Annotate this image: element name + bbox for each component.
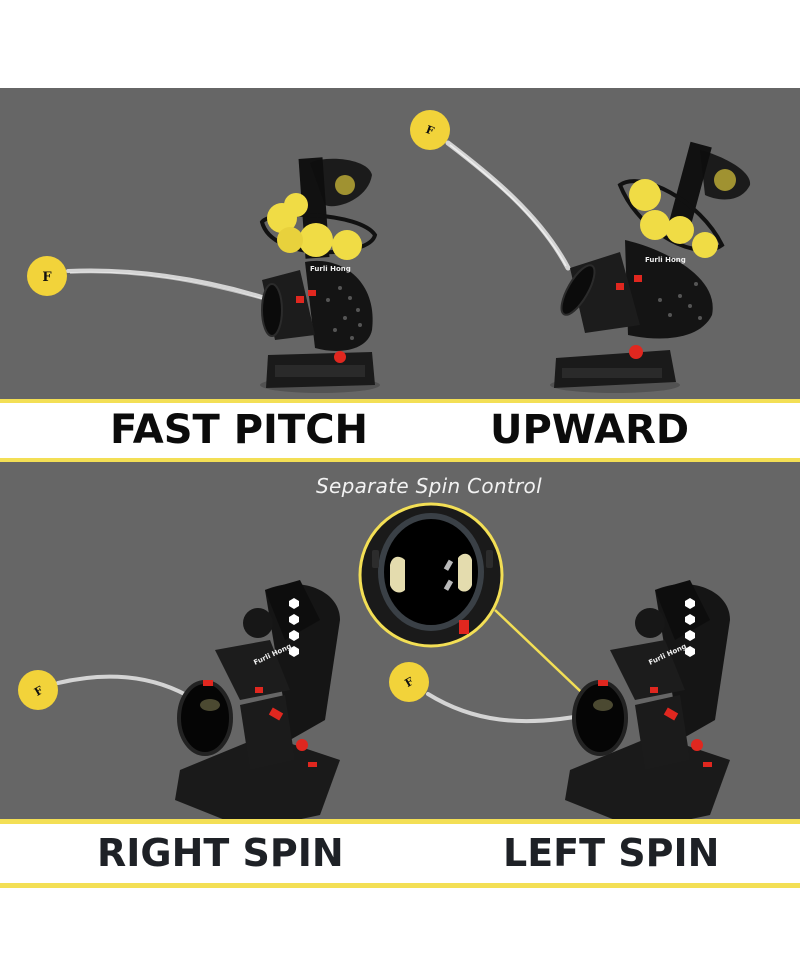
bottom-label-band (0, 819, 800, 888)
ball-icon: F (27, 256, 67, 296)
ball-icon: F (389, 662, 429, 702)
top-panel: F Furli Hong (0, 88, 800, 399)
mode-label-upward: UPWARD (490, 407, 690, 453)
mode-label-right-spin: RIGHT SPIN (97, 831, 344, 875)
pitching-machine-right-spin: Furli Hong (175, 580, 340, 819)
pitching-machine-left-spin: Furli Hong (565, 580, 730, 819)
svg-text:Furli Hong: Furli Hong (645, 256, 686, 264)
bottom-panel: F Furli Hong (0, 462, 800, 819)
bottom-illustration: F Furli Hong (18, 502, 730, 819)
fast-pitch-trail (66, 268, 264, 300)
svg-text:Furli Hong: Furli Hong (310, 265, 351, 273)
top-label-band (0, 399, 800, 462)
svg-text:F: F (424, 123, 436, 138)
upward-trail (445, 140, 571, 271)
mode-label-left-spin: LEFT SPIN (503, 831, 720, 875)
ball-icon: F (410, 110, 450, 150)
spin-wheel-magnifier (358, 502, 598, 708)
top-illustration: F Furli Hong (27, 110, 751, 393)
mode-label-fast-pitch: FAST PITCH (110, 407, 369, 453)
ball-icon: F (18, 670, 58, 710)
svg-text:F: F (42, 270, 52, 285)
spin-control-caption: Separate Spin Control (316, 474, 542, 498)
pitching-machine-upward: Furli Hong (550, 141, 751, 393)
pitching-machine-fast: Furli Hong (259, 157, 380, 393)
right-spin-trail (56, 674, 197, 702)
